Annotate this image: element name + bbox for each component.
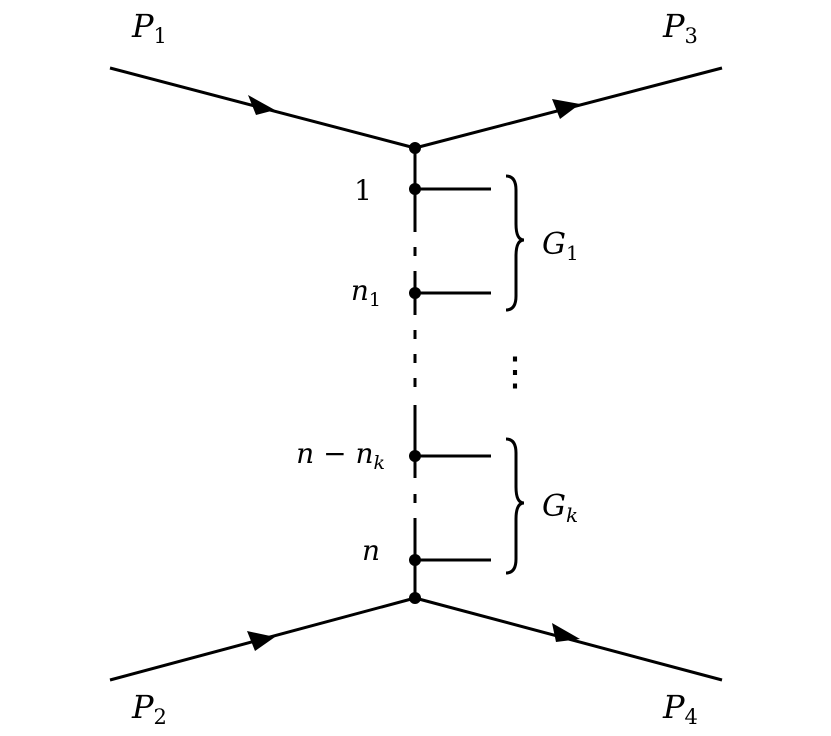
label-group-g1: G1 <box>542 227 579 265</box>
label-rung-n1: n1 <box>351 274 381 311</box>
label-p3: P3 <box>662 7 698 48</box>
rung-n-minus-nk-vertex <box>409 450 421 462</box>
leg-p2-arrow <box>247 631 275 651</box>
vertex-top <box>409 142 421 154</box>
label-p1: P1 <box>131 7 167 48</box>
label-rung-n-minus-nk: n − nk <box>296 437 385 474</box>
group-ellipsis: ⋮ <box>495 349 535 395</box>
label-p4: P4 <box>662 688 698 729</box>
label-rung-1: 1 <box>354 174 372 207</box>
rung-n-vertex <box>409 554 421 566</box>
leg-p3-arrow <box>552 99 580 119</box>
label-group-gk: Gk <box>542 489 578 527</box>
brace-g1 <box>505 174 525 312</box>
label-rung-n: n <box>362 534 380 567</box>
rung-1-vertex <box>409 183 421 195</box>
label-p2: P2 <box>131 688 167 729</box>
brace-gk <box>505 437 525 575</box>
leg-p1-arrow <box>248 95 275 115</box>
vertex-bottom <box>409 592 421 604</box>
rung-n1-vertex <box>409 287 421 299</box>
leg-p4-arrow <box>552 623 580 642</box>
